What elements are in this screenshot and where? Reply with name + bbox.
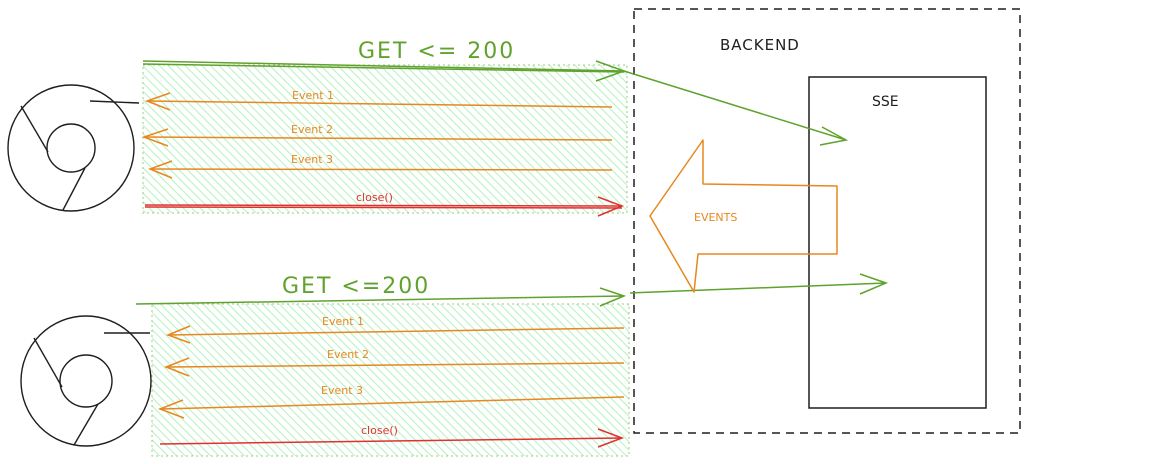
top-request-arrow (142, 60, 849, 146)
backend-container (633, 8, 1021, 434)
chrome-browser-icon-bottom (20, 315, 152, 447)
bottom-event-2-label: Event 2 (327, 348, 369, 361)
bottom-event-arrows (157, 325, 625, 419)
top-request-label: GET <= 200 (358, 39, 515, 64)
bottom-request-label: GET <=200 (282, 274, 430, 299)
bottom-close-label: close() (361, 424, 398, 437)
bottom-event-3-label: Event 3 (321, 384, 363, 397)
chrome-browser-icon-top (7, 84, 140, 212)
top-close-label: close() (356, 191, 393, 204)
sse-box (808, 76, 987, 409)
events-block-arrow (649, 139, 838, 293)
top-event-3-label: Event 3 (291, 153, 333, 166)
top-event-arrows (141, 92, 613, 179)
sse-label: SSE (872, 94, 899, 110)
bottom-close-arrow (159, 428, 625, 448)
events-arrow-label: EVENTS (694, 211, 737, 224)
top-close-arrow (144, 196, 625, 217)
bottom-event-1-label: Event 1 (322, 315, 364, 328)
bottom-request-arrow (135, 273, 889, 307)
top-event-2-label: Event 2 (291, 123, 333, 136)
backend-label: BACKEND (720, 36, 800, 54)
top-event-1-label: Event 1 (292, 89, 334, 102)
